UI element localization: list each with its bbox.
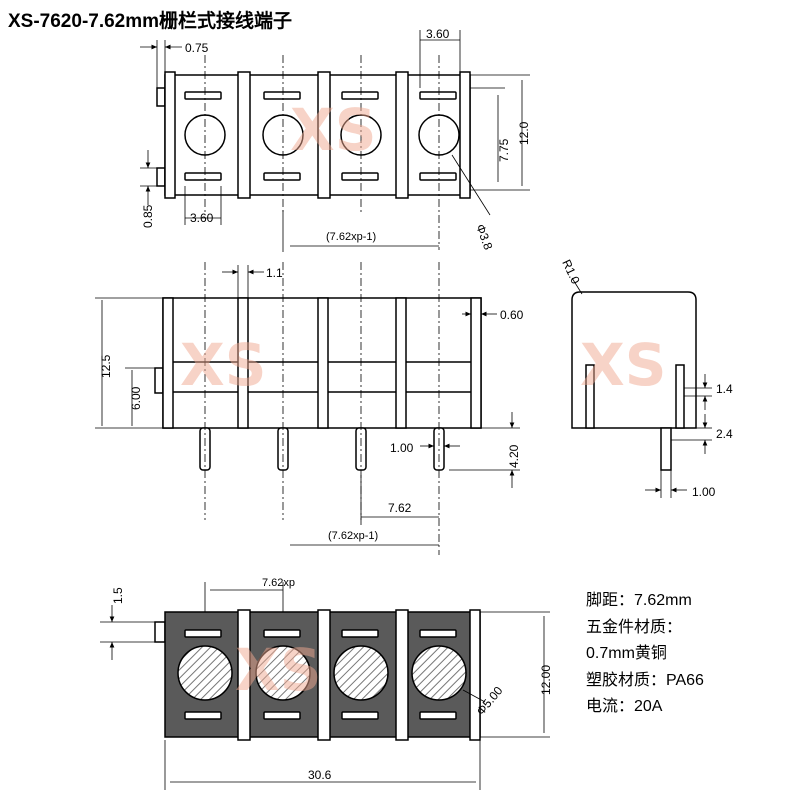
watermark: XS (290, 96, 377, 164)
spec-metal-value: 0.7mm黄铜 (586, 645, 667, 662)
bottom-view (100, 582, 550, 790)
page-title: XS-7620-7.62mm栅栏式接线端子 (8, 11, 293, 32)
side-view (571, 277, 712, 498)
dim-bottom-width: 30.6 (308, 768, 332, 782)
dim-front-left-outer: 12.5 (99, 354, 113, 378)
dim-front-pitch: 7.62 (388, 501, 412, 515)
bottom-hole (177, 645, 233, 701)
dim-side-c: 1.00 (692, 485, 716, 499)
dim-side-a: 1.4 (716, 382, 733, 396)
dim-radius: R1.0 (559, 257, 583, 286)
watermark-group: XS XS XS XS (180, 96, 667, 704)
bottom-hole (255, 645, 311, 701)
bottom-slots (184, 629, 457, 720)
bottom-hole (411, 645, 467, 701)
barrier (317, 71, 331, 199)
dim-right-outer: 12.0 (517, 121, 531, 145)
dim-right-inner: 7.75 (497, 138, 511, 162)
spec-list: 脚距：7.62mm 五金件材质： 0.7mm黄铜 塑胶材质：PA66 电流：20… (586, 588, 704, 721)
side-body (571, 291, 697, 429)
barrier (395, 71, 409, 199)
watermark: XS (235, 636, 322, 704)
watermark: XS (580, 331, 667, 399)
top-view (140, 30, 530, 252)
front-view (95, 262, 520, 555)
dim-left-small: 0.85 (141, 204, 155, 228)
side-tab (156, 87, 166, 107)
barrier (459, 71, 471, 199)
spec-metal-label: 五金件材质： (586, 618, 683, 636)
dim-pin-length: 4.20 (507, 444, 521, 468)
barrier (164, 71, 176, 199)
dim-bottom-left: 1.5 (111, 587, 125, 604)
bottom-hole (333, 645, 389, 701)
dim-front-right-top: 0.60 (500, 308, 524, 322)
dim-side-b: 2.4 (716, 427, 733, 441)
dim-bottom-left: 3.60 (190, 211, 214, 225)
dim-top-left: 0.75 (185, 41, 209, 55)
dim-pin-width: 1.00 (390, 441, 414, 455)
slots (184, 91, 457, 181)
dim-front-top: 1.1 (266, 266, 283, 280)
spec-pitch: 脚距：7.62mm (586, 592, 692, 609)
side-tab (156, 167, 166, 187)
spec-plastic: 塑胶材质：PA66 (586, 671, 704, 689)
dim-front-left-inner: 6.00 (129, 386, 143, 410)
dim-hole-top: Φ3.8 (473, 222, 495, 252)
barrier (237, 71, 251, 199)
watermark: XS (180, 331, 267, 399)
dim-bottom-right: 12.00 (539, 665, 553, 695)
spec-current: 电流：20A (586, 698, 663, 715)
dim-bottom-pitch: 7.62xp (262, 577, 295, 589)
dim-top-right: 3.60 (426, 27, 450, 41)
side-pin (660, 427, 672, 471)
dim-front-span: (7.62xp-1) (328, 530, 378, 542)
dim-top-pitch: (7.62xp-1) (326, 231, 376, 243)
